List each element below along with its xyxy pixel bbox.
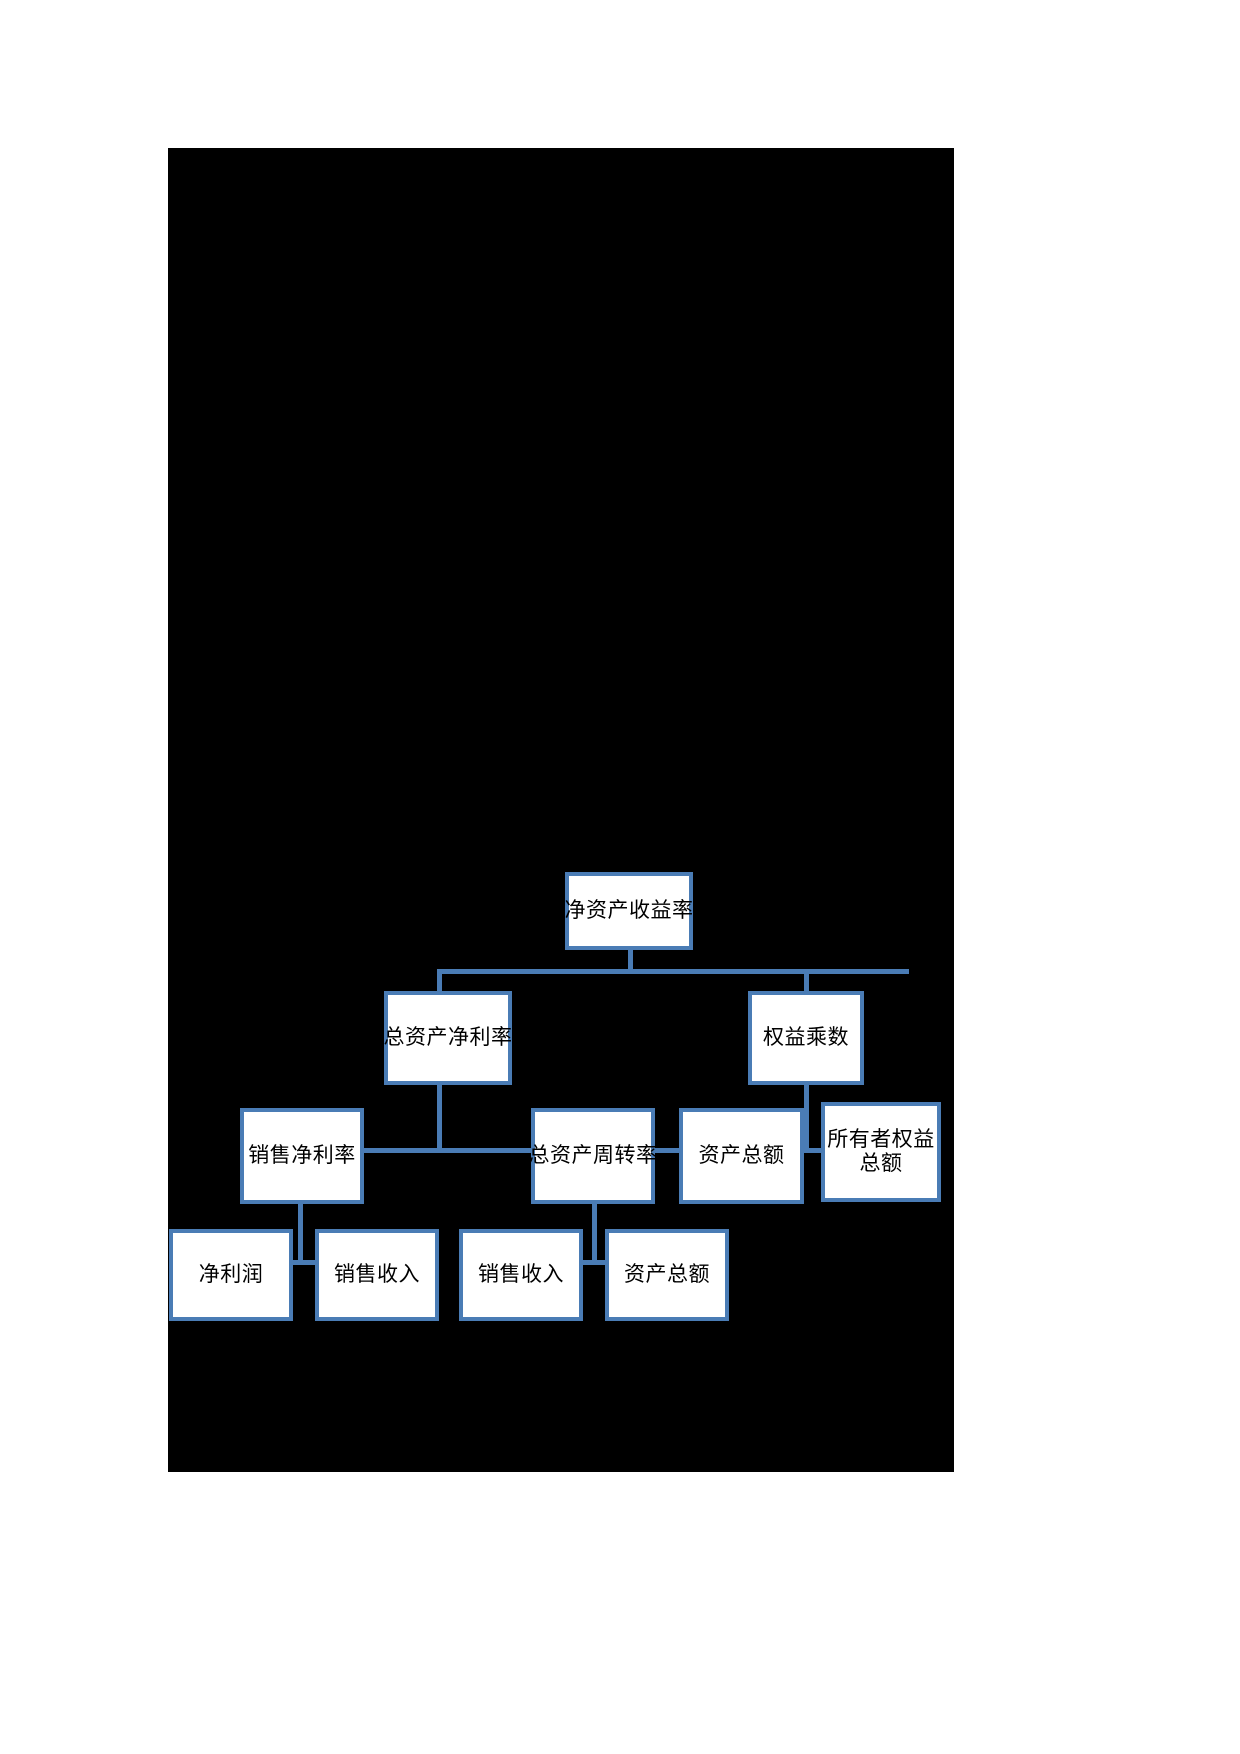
node-return-on-total-assets[interactable]: 总资产净利率 <box>384 991 512 1085</box>
page-canvas: 净资产收益率 总资产净利率 权益乘数 销售净利率 总资产周转率 资产总额 所有者… <box>168 148 954 1472</box>
node-total-assets-upper[interactable]: 资产总额 <box>679 1108 804 1204</box>
connector-roe-bus <box>437 969 909 974</box>
node-sales-revenue-right[interactable]: 销售收入 <box>459 1229 583 1321</box>
connector-asset-turnover-bus <box>543 1260 647 1265</box>
node-label: 销售收入 <box>478 1262 564 1287</box>
node-label: 销售收入 <box>334 1262 420 1287</box>
connector-equity-multiplier-bus <box>778 1148 834 1153</box>
node-label: 所有者权益总额 <box>827 1127 935 1175</box>
node-label: 资产总额 <box>698 1143 785 1168</box>
node-total-asset-turnover[interactable]: 总资产周转率 <box>528 1108 658 1204</box>
dupont-analysis-diagram: 净资产收益率 总资产净利率 权益乘数 销售净利率 总资产周转率 资产总额 所有者… <box>168 148 954 1472</box>
node-equity-multiplier[interactable]: 权益乘数 <box>748 991 864 1085</box>
node-label: 净资产收益率 <box>564 898 694 923</box>
node-label: 资产总额 <box>624 1262 710 1287</box>
connector-net-margin-bus <box>248 1260 352 1265</box>
node-net-profit-margin[interactable]: 销售净利率 <box>240 1108 364 1204</box>
node-owners-equity-total[interactable]: 所有者权益总额 <box>821 1102 941 1202</box>
node-net-asset-return-rate[interactable]: 净资产收益率 <box>565 872 693 950</box>
connector-equity-multiplier-stem <box>804 1083 809 1150</box>
node-total-assets-lower[interactable]: 资产总额 <box>605 1229 729 1321</box>
node-label: 销售净利率 <box>248 1143 356 1168</box>
node-net-profit[interactable]: 净利润 <box>169 1229 293 1321</box>
node-label: 总资产周转率 <box>528 1143 658 1168</box>
connector-roa-stem <box>437 1083 442 1150</box>
node-label: 权益乘数 <box>763 1025 849 1050</box>
connector-asset-turnover-stem <box>592 1203 597 1263</box>
node-label: 总资产净利率 <box>383 1025 513 1050</box>
connector-to-roa <box>437 969 442 994</box>
connector-roe-stem <box>628 948 633 974</box>
connector-net-margin-stem <box>298 1203 303 1263</box>
node-sales-revenue-left[interactable]: 销售收入 <box>315 1229 439 1321</box>
connector-to-equity-multiplier <box>804 969 809 994</box>
node-label: 净利润 <box>198 1262 264 1287</box>
